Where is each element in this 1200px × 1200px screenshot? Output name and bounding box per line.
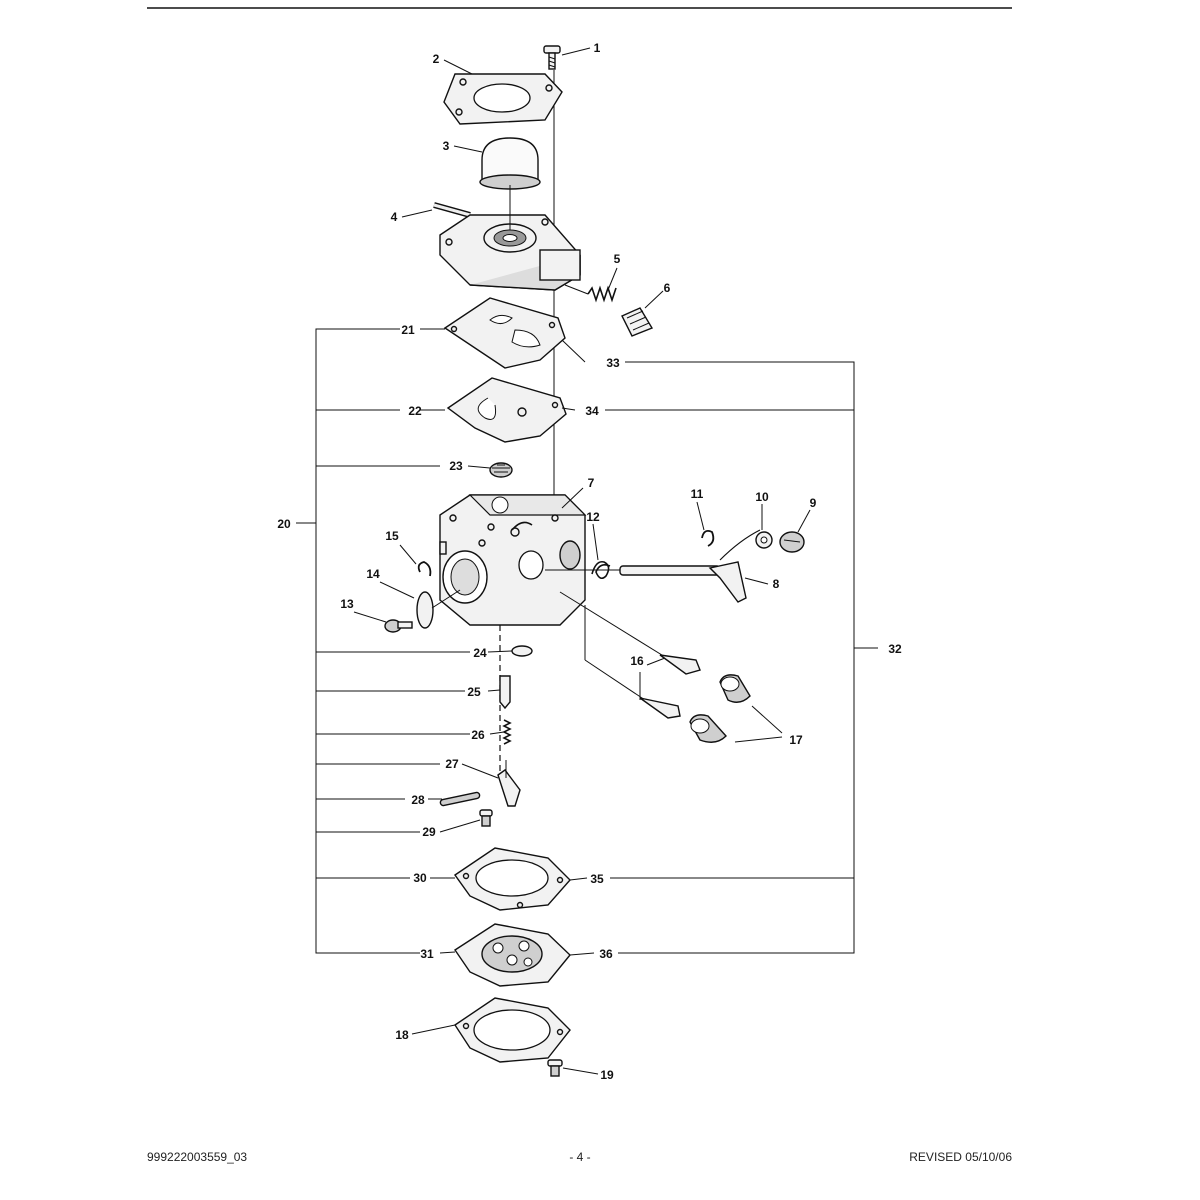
part-14-throttle-plate [416, 589, 461, 629]
callout-20: 20 [277, 517, 291, 531]
callout-4: 4 [391, 210, 398, 224]
callout-33: 33 [606, 356, 620, 370]
part-9-screw [779, 531, 805, 553]
callout-34: 34 [585, 404, 599, 418]
part-3-primer-bulb [479, 137, 541, 190]
callout-25: 25 [467, 685, 481, 699]
callout-14: 14 [366, 567, 380, 581]
callout-27: 27 [445, 757, 459, 771]
part-28-lever-pin [439, 791, 481, 807]
footer-doc-number: 999222003559_03 [147, 1150, 248, 1164]
callout-30: 30 [413, 871, 427, 885]
part-26-metering-spring [502, 719, 512, 745]
callout-15: 15 [385, 529, 399, 543]
callout-12: 12 [586, 510, 600, 524]
callout-22: 22 [408, 404, 422, 418]
callout-17: 17 [789, 733, 803, 747]
part-11-clip [701, 529, 715, 547]
callout-3: 3 [443, 139, 450, 153]
callout-35: 35 [590, 872, 604, 886]
callout-23: 23 [449, 459, 463, 473]
footer-revised-date: REVISED 05/10/06 [909, 1150, 1012, 1164]
part-1-screw [543, 45, 561, 70]
callout-5: 5 [614, 252, 621, 266]
part-25-inlet-needle [499, 675, 511, 710]
callout-1: 1 [594, 41, 601, 55]
part-27-metering-lever [497, 760, 521, 807]
group-bracket-20 [296, 328, 470, 954]
part-12-return-spring [591, 560, 611, 580]
callout-13: 13 [340, 597, 354, 611]
part-23-inlet-screen [489, 462, 513, 478]
callout-6: 6 [664, 281, 671, 295]
leader-lines [353, 47, 811, 1075]
callout-16: 16 [630, 654, 644, 668]
part-10-washer [755, 531, 773, 549]
part-7-carburetor-body [439, 494, 587, 626]
callout-7: 7 [588, 476, 595, 490]
callout-21: 21 [401, 323, 415, 337]
part-22-diaphragm [446, 377, 567, 443]
part-24-o-ring [511, 645, 533, 657]
part-17-limiter-caps [689, 674, 783, 743]
part-8-throttle-shaft [545, 529, 761, 603]
part-21-pump-gasket [443, 297, 566, 369]
callout-10: 10 [755, 490, 769, 504]
part-2-gasket [443, 73, 563, 125]
callout-19: 19 [600, 1068, 614, 1082]
callout-8: 8 [773, 577, 780, 591]
callout-labels: 1 2 3 4 5 6 7 8 9 10 11 12 13 14 15 16 1… [277, 41, 902, 1082]
part-5-spring [564, 284, 617, 303]
part-6-adjust-screw [621, 307, 654, 337]
callout-28: 28 [411, 793, 425, 807]
callout-24: 24 [473, 646, 487, 660]
callout-36: 36 [599, 947, 613, 961]
callout-26: 26 [471, 728, 485, 742]
callout-9: 9 [810, 496, 817, 510]
callout-32: 32 [888, 642, 902, 656]
part-13-screw [384, 619, 413, 633]
part-30-gasket [454, 847, 571, 911]
part-18-diaphragm-cover [454, 997, 571, 1063]
callout-31: 31 [420, 947, 434, 961]
part-31-metering-diaphragm [454, 923, 571, 987]
group-bracket-32 [605, 361, 878, 954]
callout-18: 18 [395, 1028, 409, 1042]
part-19-screw [547, 1059, 563, 1077]
part-4-pump-cover [433, 185, 581, 291]
part-15-clip [417, 561, 432, 577]
callout-11: 11 [691, 487, 704, 501]
footer-page-number: - 4 - [569, 1150, 591, 1164]
part-29-screw [479, 809, 493, 827]
part-16-adjust-needles [559, 591, 701, 719]
callout-2: 2 [433, 52, 440, 66]
callout-29: 29 [422, 825, 436, 839]
